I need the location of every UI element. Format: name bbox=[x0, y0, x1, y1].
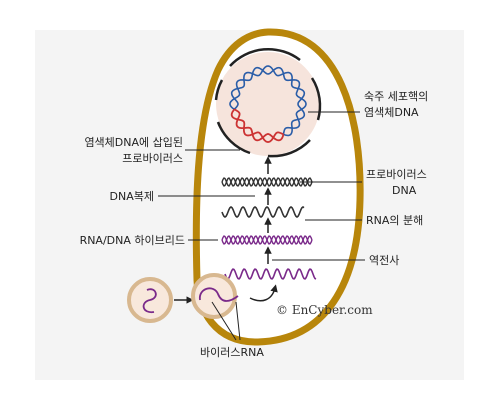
label-reverse-transcription: 역전사 bbox=[369, 254, 399, 267]
leader-lines bbox=[158, 111, 365, 341]
label-hybrid: RNA/DNA 하이브리드 bbox=[80, 233, 185, 247]
curved-arrow-icon bbox=[249, 284, 278, 302]
label-provirus-2: DNA bbox=[392, 184, 417, 197]
provirus-insert bbox=[230, 108, 284, 143]
viral-rna-strand bbox=[224, 268, 317, 280]
label-provirus-1: 프로바이러스 bbox=[366, 168, 427, 181]
label-integrated-1: 염색체DNA에 삽입된 bbox=[84, 136, 183, 149]
hybrid-strand bbox=[221, 235, 313, 245]
label-rna-degradation: RNA의 분해 bbox=[366, 213, 423, 227]
label-integrated-2: 프로바이러스 bbox=[122, 152, 183, 165]
host-nucleus bbox=[214, 47, 322, 158]
fusing-virus bbox=[191, 273, 239, 319]
copyright-text: © EnCyber.com bbox=[276, 303, 373, 317]
label-virus-rna: 바이러스RNA bbox=[200, 346, 264, 359]
label-host-nucleus-1: 숙주 세포핵의 bbox=[364, 90, 428, 103]
leader-line bbox=[211, 301, 237, 341]
process-arrows bbox=[249, 156, 278, 302]
label-dna-replication: DNA복제 bbox=[110, 190, 154, 203]
replicated-dna-strand bbox=[221, 206, 305, 218]
host-chromosome bbox=[230, 65, 306, 137]
leader-line bbox=[235, 301, 241, 341]
free-virus bbox=[127, 277, 173, 323]
label-host-nucleus-2: 염색체DNA bbox=[364, 106, 419, 119]
provirus-dna-strand bbox=[221, 177, 313, 187]
